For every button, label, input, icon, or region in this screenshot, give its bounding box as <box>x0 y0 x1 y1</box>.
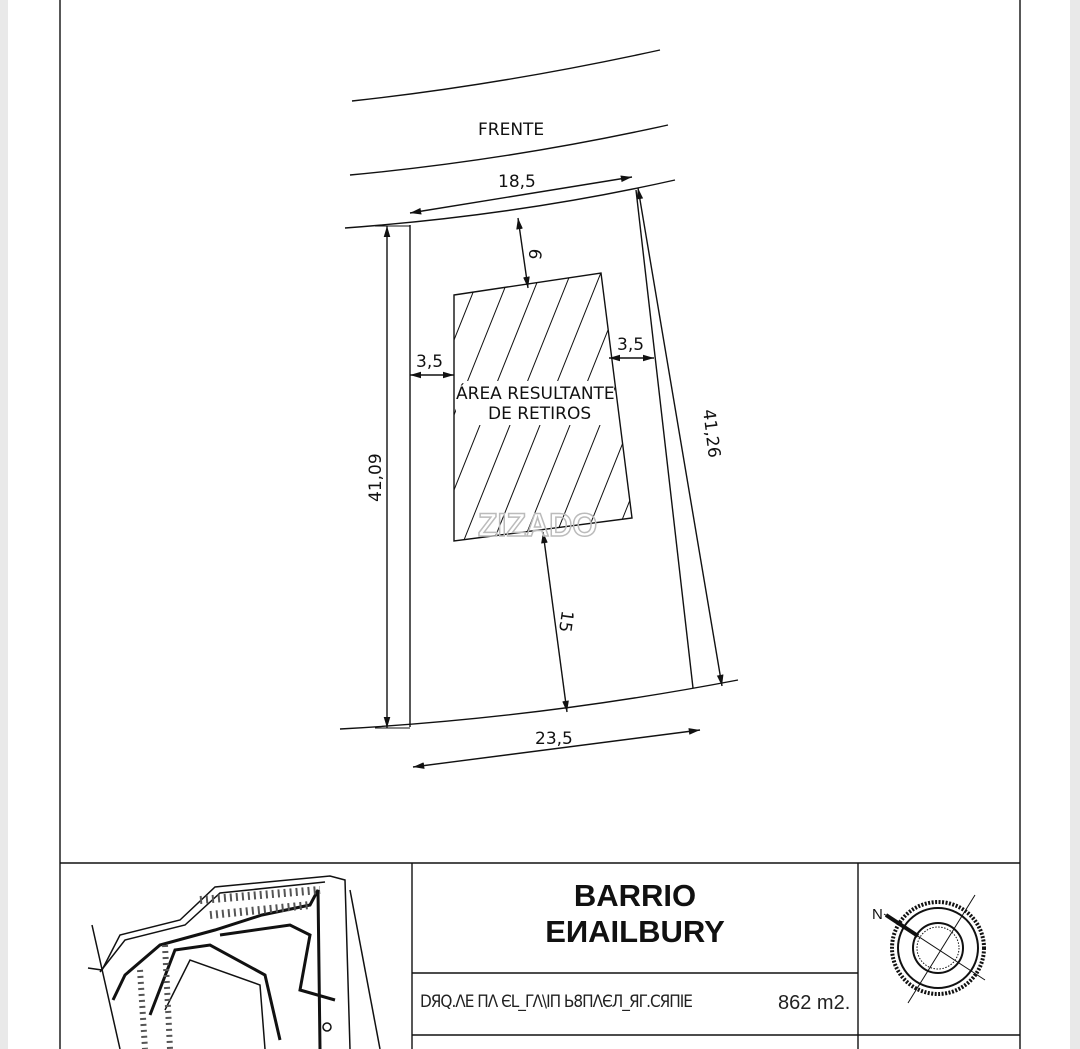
dim-front <box>409 175 633 215</box>
right-setback-label: 3,5 <box>617 335 644 355</box>
left-depth-label: 41,09 <box>366 453 386 502</box>
buildable-area <box>453 272 633 542</box>
front-width-label: 18,5 <box>498 172 536 192</box>
north-label: N <box>872 906 883 923</box>
dim-back <box>412 728 701 769</box>
title-block-subtitle: DЯQ.ΛE ПΛ ЄL_ΓΛ\ΙΠ Ь8ΠΛЄЛ_ЯΓ.СЯΠΙЕ <box>420 992 693 1012</box>
north-compass-icon <box>883 894 986 1004</box>
lot-back-boundary <box>339 679 739 730</box>
watermark: ZIZADO <box>478 507 597 543</box>
lot-right-boundary <box>635 189 694 689</box>
dim-front-setback <box>516 217 530 289</box>
dim-back-setback <box>541 531 569 713</box>
title-line-1: BARRIO <box>573 878 697 913</box>
hatch-label-1: ÁREA RESULTANTE <box>456 382 615 404</box>
front-setback-label: 6 <box>524 247 545 261</box>
lot-area: 862 m2. <box>778 992 851 1014</box>
right-depth-label: 41,26 <box>698 408 724 459</box>
title-block-heading: BARRIO EИAILBURY <box>412 878 858 950</box>
street-line <box>351 49 661 102</box>
drawing-sheet <box>8 0 1070 1049</box>
frente-label: FRENTE <box>478 120 544 140</box>
site-plan-thumbnail <box>87 875 381 1049</box>
title-line-2: EИAILBURY <box>545 914 725 949</box>
street-line <box>349 124 669 176</box>
back-setback-label: 15 <box>554 609 577 633</box>
left-setback-label: 3,5 <box>416 352 443 372</box>
back-width-label: 23,5 <box>535 729 573 749</box>
hatch-label-2: DE RETIROS <box>488 404 591 424</box>
dim-right <box>636 187 724 687</box>
